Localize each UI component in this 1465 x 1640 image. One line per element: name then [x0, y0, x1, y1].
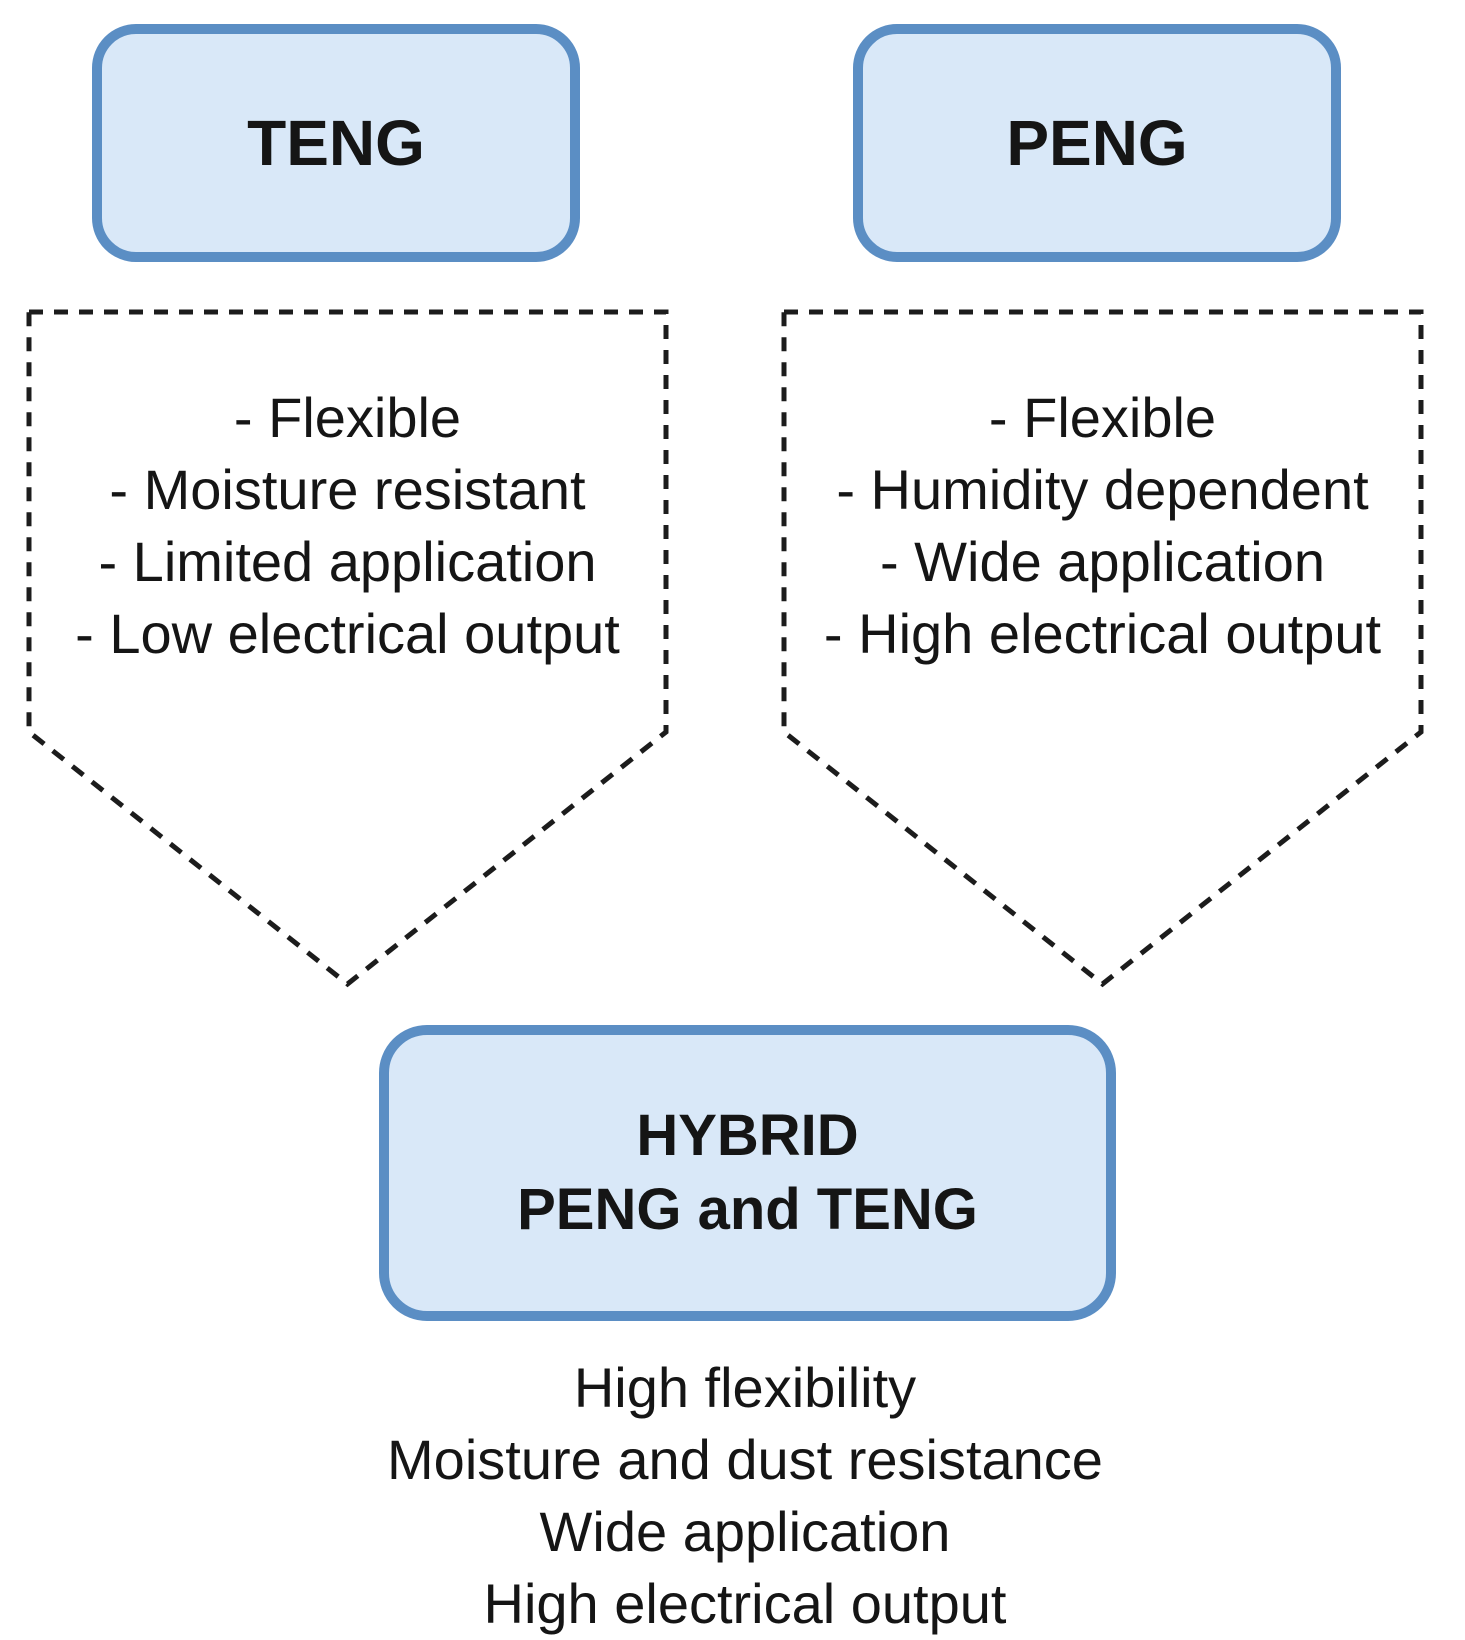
hybrid-node: HYBRID PENG and TENG	[379, 1025, 1116, 1321]
hybrid-node-label-line1: HYBRID	[636, 1103, 859, 1168]
peng-traits-list: - Flexible - Humidity dependent - Wide a…	[780, 382, 1425, 670]
teng-node-label: TENG	[247, 106, 425, 179]
hybrid-trait-item: High electrical output	[483, 1572, 1007, 1635]
teng-trait-item: - Limited application	[98, 530, 597, 593]
hybrid-trait-item: Wide application	[539, 1500, 951, 1563]
peng-node: PENG	[853, 24, 1341, 262]
hybrid-node-label-line2: PENG and TENG	[517, 1177, 978, 1242]
peng-down-arrow-pentagon-shape	[781, 309, 1424, 988]
teng-trait-item: - Low electrical output	[75, 602, 620, 665]
teng-dashed-arrow-outline	[26, 309, 669, 988]
hybrid-trait-item: High flexibility	[573, 1356, 917, 1419]
peng-trait-item: - Wide application	[879, 530, 1326, 593]
hybrid-traits-list: High flexibility Moisture and dust resis…	[45, 1352, 1445, 1640]
peng-dashed-arrow-outline	[781, 309, 1424, 988]
hybrid-trait-item: Moisture and dust resistance	[387, 1428, 1103, 1491]
peng-node-label: PENG	[1006, 106, 1188, 179]
teng-down-arrow-pentagon-shape	[26, 309, 669, 988]
teng-trait-item: - Moisture resistant	[109, 458, 586, 521]
peng-trait-item: - Humidity dependent	[836, 458, 1369, 521]
teng-node: TENG	[92, 24, 580, 262]
peng-trait-item: - Flexible	[988, 386, 1217, 449]
teng-traits-list: - Flexible - Moisture resistant - Limite…	[25, 382, 670, 670]
teng-trait-item: - Flexible	[233, 386, 462, 449]
peng-trait-item: - High electrical output	[823, 602, 1382, 665]
